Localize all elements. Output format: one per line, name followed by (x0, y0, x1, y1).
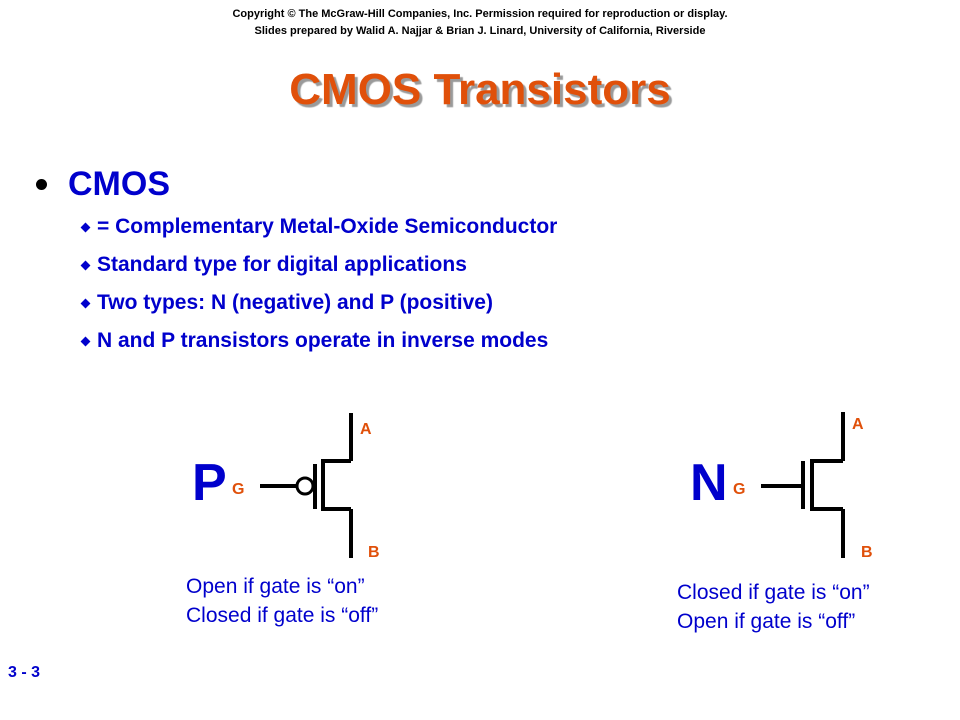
credits-line: Slides prepared by Walid A. Najjar & Bri… (254, 25, 706, 37)
n-desc-line: Open if gate is “off” (677, 610, 856, 633)
n-type-letter: N (690, 454, 728, 512)
p-desc-line: Open if gate is “on” (186, 575, 365, 598)
p-gate-bubble (295, 476, 315, 496)
n-behavior-description: Closed if gate is “on” Open if gate is “… (677, 578, 870, 636)
sub-bullet-item: = Complementary Metal-Oxide Semiconducto… (80, 208, 557, 246)
p-type-letter: P (192, 454, 227, 512)
sub-bullet-item: Two types: N (negative) and P (positive) (80, 284, 557, 322)
n-gate-label: G (733, 481, 746, 498)
n-terminal-b-label: B (861, 544, 873, 561)
copyright-line-1: Copyright © The McGraw-Hill Companies, I… (232, 8, 728, 20)
sub-bullet-text: Standard type for digital applications (97, 253, 467, 276)
bullet-dot-icon (36, 178, 47, 190)
sub-bullet-text: N and P transistors operate in inverse m… (97, 329, 549, 352)
p-terminal-a-label: A (360, 421, 372, 438)
sub-bullet-list: = Complementary Metal-Oxide Semiconducto… (80, 208, 557, 360)
n-transistor-symbol (761, 412, 845, 558)
p-terminal-b-label: B (368, 544, 380, 561)
p-desc-line: Closed if gate is “off” (186, 604, 379, 627)
sub-bullet-text: Two types: N (negative) and P (positive) (97, 291, 493, 314)
bullet-label: CMOS (68, 164, 170, 203)
p-gate-label: G (232, 481, 245, 498)
p-behavior-description: Open if gate is “on” Closed if gate is “… (186, 572, 378, 630)
sub-bullet-text: = Complementary Metal-Oxide Semiconducto… (97, 215, 558, 238)
slide-number: 3 - 3 (8, 664, 41, 681)
bullet-cmos: CMOS (36, 162, 170, 206)
n-desc-line: Closed if gate is “on” (677, 581, 870, 604)
sub-bullet-item: Standard type for digital applications (80, 246, 557, 284)
p-transistor-symbol (260, 413, 353, 558)
n-terminal-a-label: A (852, 416, 864, 433)
slide-title: CMOS Transistors (289, 65, 671, 114)
sub-bullet-item: N and P transistors operate in inverse m… (80, 322, 557, 360)
